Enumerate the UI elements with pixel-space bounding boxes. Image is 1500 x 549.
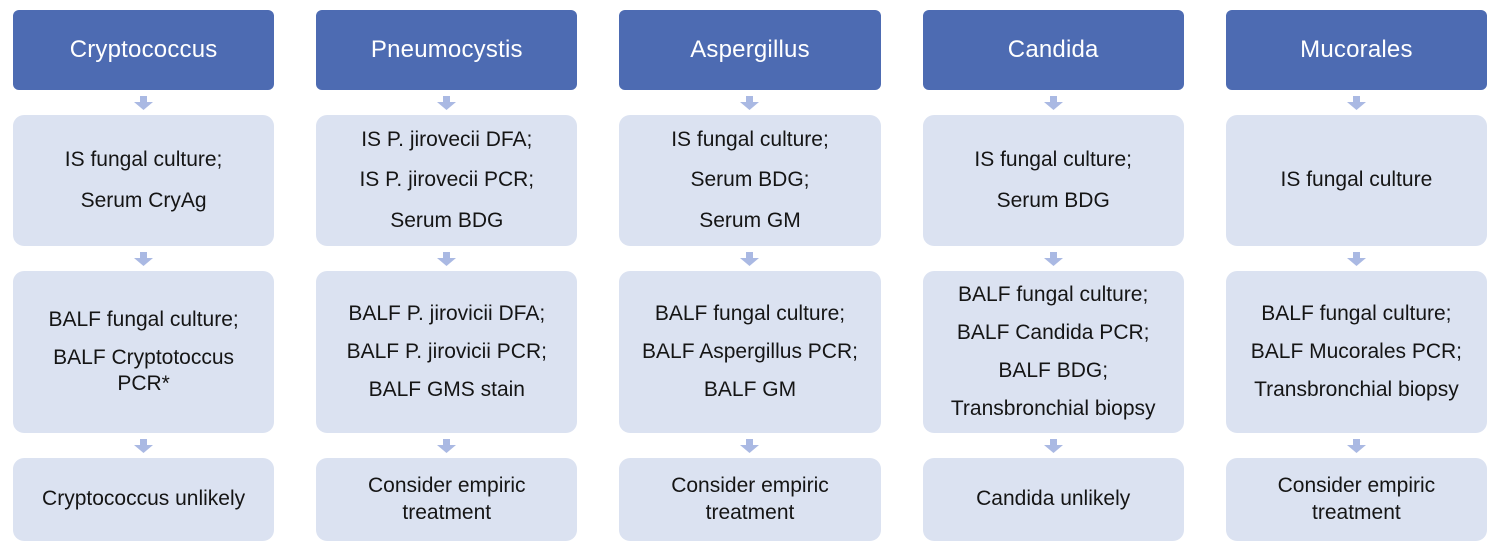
test-item: BALF BDG; — [998, 359, 1109, 382]
test-item: BALF fungal culture; — [48, 307, 239, 331]
pathogen-header-label: Pneumocystis — [370, 36, 523, 63]
test-item: Serum BDG — [390, 208, 504, 232]
connector — [619, 433, 880, 458]
test-item: Serum BDG; — [690, 168, 810, 192]
test-item: BALF GM — [703, 378, 797, 402]
outcome-label: Cryptococcus unlikely — [42, 487, 246, 511]
pathogen-header: Pneumocystis — [316, 10, 578, 90]
balf-tests-box: BALF P. jirovicii DFA; BALF P. jirovicii… — [316, 271, 578, 433]
noninvasive-tests-box: IS P. jirovecii DFA; IS P. jirovecii PCR… — [316, 115, 578, 246]
down-arrow-icon — [1043, 95, 1063, 110]
test-item: BALF P. jirovicii PCR; — [346, 339, 547, 363]
test-item: BALF fungal culture; — [1261, 301, 1452, 325]
test-item: BALF Cryptotoccus PCR* — [53, 345, 235, 396]
balf-tests-box: BALF fungal culture; BALF Aspergillus PC… — [619, 271, 881, 433]
outcome-label: Consider empiric treatment — [1277, 474, 1436, 524]
outcome-label: Consider empiric treatment — [368, 474, 526, 524]
test-item: Serum BDG — [996, 188, 1110, 212]
pathogen-header: Mucorales — [1225, 10, 1487, 90]
down-arrow-icon — [134, 251, 154, 266]
connector — [13, 90, 274, 115]
test-item: Transbronchial biopsy — [1254, 378, 1459, 402]
test-item: BALF GMS stain — [368, 378, 525, 402]
connector — [923, 433, 1184, 458]
noninvasive-tests-box: IS fungal culture — [1225, 115, 1487, 246]
pathogen-header-label: Candida — [1007, 36, 1099, 63]
down-arrow-icon — [1346, 438, 1366, 453]
down-arrow-icon — [1043, 438, 1063, 453]
test-item: BALF fungal culture; — [654, 301, 846, 325]
connector — [1226, 90, 1487, 115]
pathogen-header: Cryptococcus — [13, 10, 275, 90]
test-item: BALF P. jirovicii DFA; — [348, 301, 546, 325]
down-arrow-icon — [740, 438, 760, 453]
outcome-box: Consider empiric treatment — [316, 458, 578, 541]
balf-tests-box: BALF fungal culture; BALF Mucorales PCR;… — [1225, 271, 1487, 433]
pathogen-header-label: Aspergillus — [690, 36, 810, 63]
down-arrow-icon — [437, 438, 457, 453]
column-aspergillus: Aspergillus IS fungal culture; Serum BDG… — [619, 10, 881, 541]
down-arrow-icon — [1346, 251, 1366, 266]
connector — [316, 246, 577, 271]
column-mucorales: Mucorales IS fungal culture BALF fungal … — [1225, 10, 1487, 541]
test-item: Serum CryAg — [80, 188, 207, 212]
pathogen-header-label: Cryptococcus — [69, 36, 218, 63]
down-arrow-icon — [134, 95, 154, 110]
pathogen-header: Candida — [922, 10, 1184, 90]
connector — [619, 246, 880, 271]
connector — [13, 246, 274, 271]
down-arrow-icon — [740, 251, 760, 266]
down-arrow-icon — [740, 95, 760, 110]
down-arrow-icon — [1346, 95, 1366, 110]
noninvasive-tests-box: IS fungal culture; Serum CryAg — [13, 115, 275, 246]
connector — [923, 246, 1184, 271]
test-item: BALF Mucorales PCR; — [1250, 339, 1463, 363]
column-cryptococcus: Cryptococcus IS fungal culture; Serum Cr… — [13, 10, 275, 541]
noninvasive-tests-box: IS fungal culture; Serum BDG; Serum GM — [619, 115, 881, 246]
connector — [316, 433, 577, 458]
test-item: BALF fungal culture; — [958, 282, 1149, 306]
outcome-box: Cryptococcus unlikely — [13, 458, 275, 541]
noninvasive-tests-box: IS fungal culture; Serum BDG — [922, 115, 1184, 246]
balf-tests-box: BALF fungal culture; BALF Candida PCR; B… — [922, 271, 1184, 433]
test-item: BALF Candida PCR; — [956, 320, 1150, 344]
outcome-label: Consider empiric treatment — [671, 474, 829, 524]
test-item: IS P. jirovecii PCR; — [359, 168, 535, 192]
outcome-label: Candida unlikely — [976, 487, 1131, 511]
connector — [1226, 246, 1487, 271]
column-pneumocystis: Pneumocystis IS P. jirovecii DFA; IS P. … — [316, 10, 578, 541]
connector — [13, 433, 274, 458]
connector — [1226, 433, 1487, 458]
connector — [316, 90, 577, 115]
connector — [619, 90, 880, 115]
pathogen-header-label: Mucorales — [1300, 36, 1413, 63]
test-item: IS P. jirovecii DFA; — [361, 128, 533, 152]
connector — [923, 90, 1184, 115]
test-item: IS fungal culture; — [671, 128, 829, 152]
test-item: Serum GM — [699, 208, 801, 232]
down-arrow-icon — [437, 95, 457, 110]
test-item: IS fungal culture; — [64, 148, 223, 172]
pathogen-header: Aspergillus — [619, 10, 881, 90]
test-item: BALF Aspergillus PCR; — [642, 339, 858, 363]
column-candida: Candida IS fungal culture; Serum BDG BAL… — [922, 10, 1184, 541]
test-item: IS fungal culture; — [974, 148, 1132, 172]
outcome-box: Candida unlikely — [922, 458, 1184, 541]
balf-tests-box: BALF fungal culture; BALF Cryptotoccus P… — [13, 271, 275, 433]
down-arrow-icon — [437, 251, 457, 266]
down-arrow-icon — [1043, 251, 1063, 266]
down-arrow-icon — [134, 438, 154, 453]
test-item: Transbronchial biopsy — [950, 397, 1156, 421]
outcome-box: Consider empiric treatment — [619, 458, 881, 541]
test-item: IS fungal culture — [1280, 168, 1433, 192]
outcome-box: Consider empiric treatment — [1225, 458, 1487, 541]
